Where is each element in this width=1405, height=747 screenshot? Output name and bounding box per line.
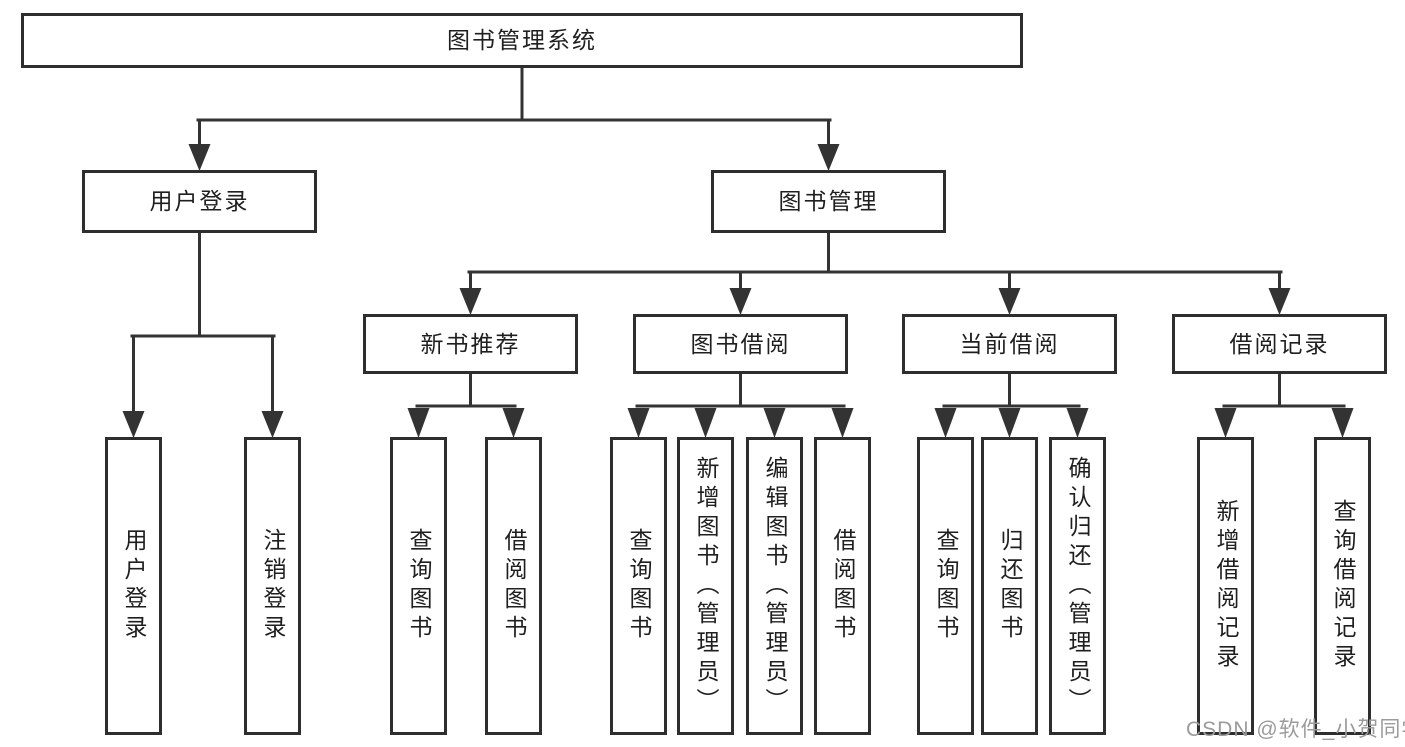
node-leaf-query-books-2: 查询图书 [610, 437, 667, 735]
node-leaf-logout-label: 注销登录 [260, 528, 286, 644]
node-leaf-confirm-return-admin-label: 确认归还（管理员） [1065, 455, 1091, 717]
connector-user-login [122, 229, 284, 438]
node-user-login: 用户登录 [82, 170, 317, 233]
connector-root [188, 64, 840, 171]
node-leaf-return-book-label: 归还图书 [997, 528, 1023, 644]
watermark-text: CSDN @软件_小贺同学 [1186, 718, 1405, 741]
connector-new-book-recommend [407, 370, 525, 438]
node-leaf-user-login-label: 用户登录 [121, 528, 147, 644]
node-leaf-query-borrow-record-label: 查询借阅记录 [1330, 499, 1356, 673]
node-leaf-edit-book-admin-label: 编辑图书（管理员） [762, 455, 788, 717]
node-leaf-borrow-books-2: 借阅图书 [814, 437, 871, 735]
node-leaf-add-borrow-record-label: 新增借阅记录 [1213, 499, 1239, 673]
node-leaf-return-book: 归还图书 [981, 437, 1038, 735]
node-leaf-query-borrow-record: 查询借阅记录 [1314, 437, 1371, 735]
node-borrow-records: 借阅记录 [1172, 314, 1387, 374]
node-leaf-query-books-1-label: 查询图书 [406, 528, 432, 644]
node-leaf-query-books-2-label: 查询图书 [626, 528, 652, 644]
node-book-management: 图书管理 [711, 170, 946, 233]
connector-current-borrow [934, 370, 1089, 438]
node-leaf-borrow-books-1: 借阅图书 [485, 437, 542, 735]
node-leaf-query-books-3: 查询图书 [917, 437, 974, 735]
node-leaf-add-borrow-record: 新增借阅记录 [1197, 437, 1254, 735]
node-book-borrow: 图书借阅 [633, 314, 848, 374]
node-leaf-query-books-1: 查询图书 [390, 437, 447, 735]
node-root: 图书管理系统 [21, 13, 1023, 68]
node-leaf-add-book-admin-label: 新增图书（管理员） [693, 455, 719, 717]
node-leaf-edit-book-admin: 编辑图书（管理员） [746, 437, 803, 735]
node-leaf-confirm-return-admin: 确认归还（管理员） [1049, 437, 1106, 735]
connector-book-borrow [627, 370, 854, 438]
node-leaf-borrow-books-2-label: 借阅图书 [830, 528, 856, 644]
connector-borrow-records [1214, 370, 1354, 438]
node-leaf-borrow-books-1-label: 借阅图书 [501, 528, 527, 644]
node-leaf-query-books-3-label: 查询图书 [933, 528, 959, 644]
node-new-book-recommend: 新书推荐 [363, 314, 578, 374]
node-leaf-user-login: 用户登录 [105, 437, 162, 735]
connector-book-management [459, 229, 1291, 315]
node-leaf-logout: 注销登录 [244, 437, 301, 735]
node-current-borrow: 当前借阅 [902, 314, 1117, 374]
node-leaf-add-book-admin: 新增图书（管理员） [677, 437, 734, 735]
